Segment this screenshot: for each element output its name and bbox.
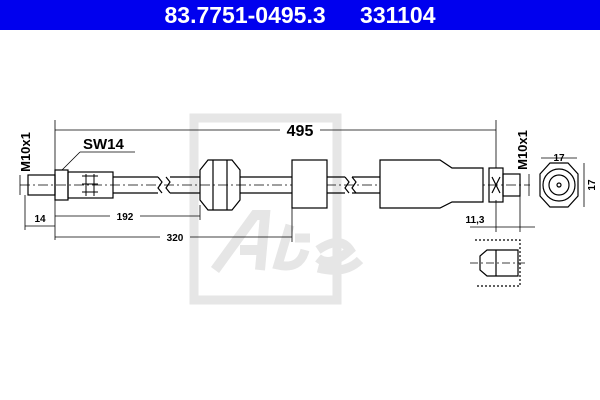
total-length-label: 495	[287, 123, 314, 140]
part-number: 83.7751-0495.3	[164, 2, 326, 28]
end-view-width-label: 17	[553, 153, 565, 164]
article-number: 331104	[360, 2, 436, 28]
header-bar: 83.7751-0495.3 331104	[0, 0, 600, 30]
end-view-height-label: 17	[587, 179, 598, 191]
crimp-sleeve	[379, 159, 484, 209]
dim-right-thread-label: 11,3	[466, 215, 485, 226]
dim-grommet-label: 192	[117, 212, 134, 223]
ate-logo-watermark	[189, 113, 364, 305]
bracket-block	[291, 159, 328, 209]
thread-right-label: M10x1	[515, 130, 530, 170]
thread-left-label: M10x1	[18, 132, 33, 172]
wrench-size-label: SW14	[83, 136, 125, 153]
hose	[113, 176, 380, 194]
dim-block-label: 320	[167, 233, 184, 244]
dimension-lines	[19, 120, 585, 242]
port-section-detail	[470, 238, 525, 288]
grommet	[199, 159, 241, 211]
end-view	[539, 162, 579, 208]
dim-left-thread-label: 14	[34, 214, 46, 225]
